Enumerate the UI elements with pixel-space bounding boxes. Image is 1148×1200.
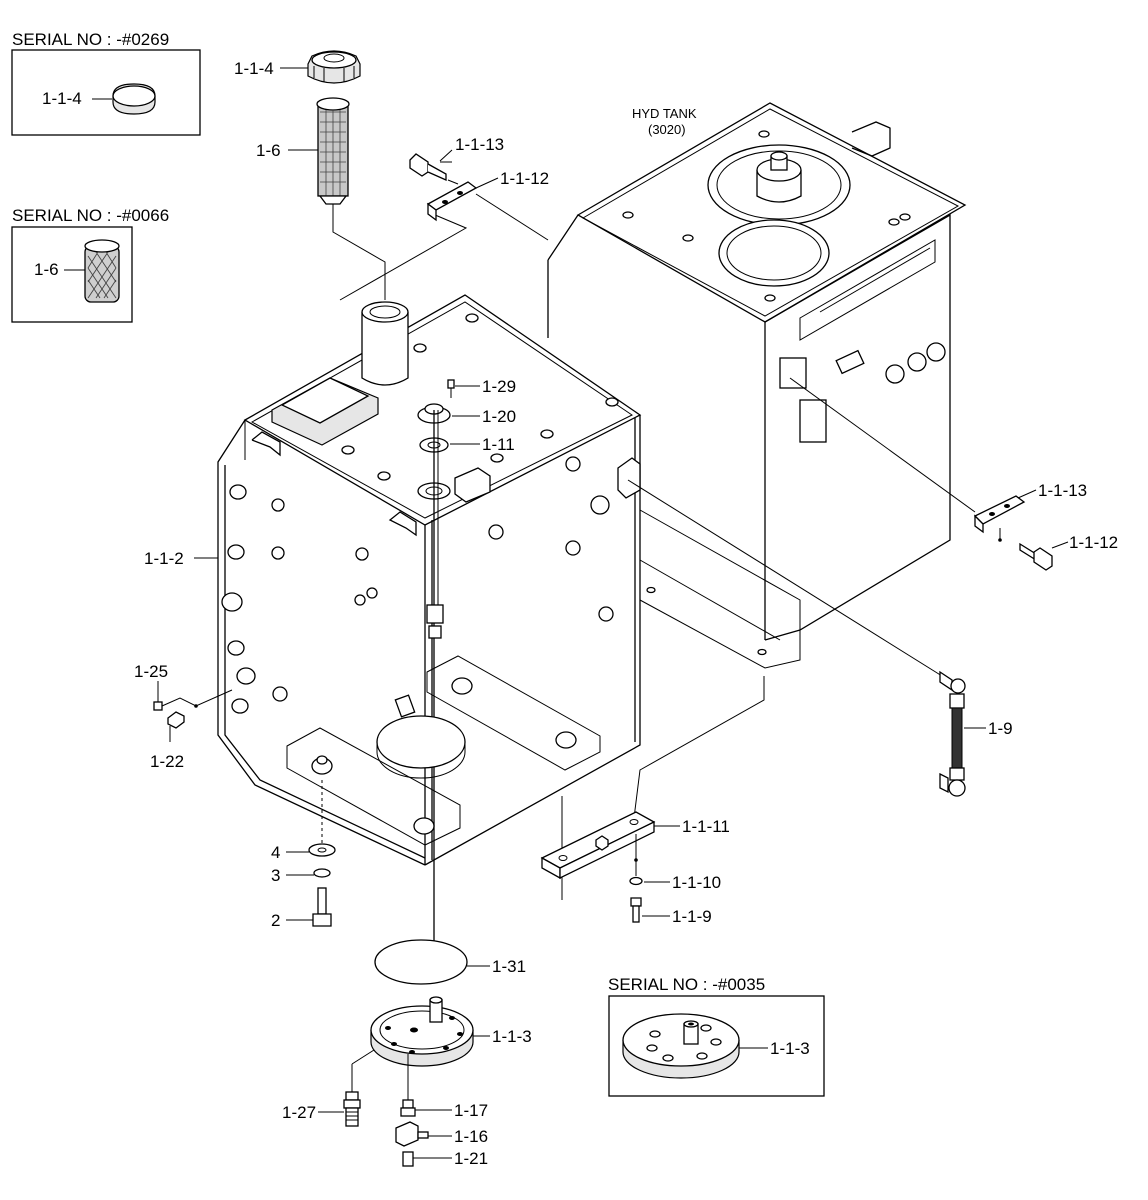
callout-1-1-3: 1-1-3 — [492, 1027, 532, 1046]
callout-1-17: 1-17 — [454, 1101, 488, 1120]
callout-1-25: 1-25 — [134, 662, 168, 681]
drain-valve-1-16 — [395, 1121, 429, 1147]
callout-1-9: 1-9 — [988, 719, 1013, 738]
callout-1-16: 1-16 — [454, 1127, 488, 1146]
hex-bolt-2 — [312, 887, 332, 927]
callout-1-1-12-top: 1-1-12 — [500, 169, 549, 188]
callout-1-1-2: 1-1-2 — [144, 549, 184, 568]
inset-header-0035: SERIAL NO : -#0035 — [608, 975, 765, 994]
filler-cap-plug-icon — [112, 83, 156, 115]
drain-cover-plate — [370, 996, 474, 1067]
hyd-tank-reference: HYD TANK (3020) — [547, 102, 967, 669]
callout-1-1-4: 1-1-4 — [234, 59, 274, 78]
cover-bolt-1-27 — [343, 1091, 361, 1127]
callout-1-1-11: 1-1-11 — [682, 817, 730, 836]
bolt-1-1-9 — [630, 897, 642, 923]
fuel-tank-assembly — [217, 294, 642, 964]
inset-label-1-1-4: 1-1-4 — [42, 89, 82, 108]
mounting-bolt-top — [409, 153, 447, 182]
callout-1-22: 1-22 — [150, 752, 184, 771]
callout-1-1-13-right: 1-1-13 — [1038, 481, 1087, 500]
inset-label-1-6: 1-6 — [34, 260, 59, 279]
callout-1-1-13-top: 1-1-13 — [455, 135, 504, 154]
callout-1-1-12-right: 1-1-12 — [1069, 533, 1118, 552]
drain-cover-plate-icon — [622, 1013, 740, 1079]
inset-header-0269: SERIAL NO : -#0269 — [12, 30, 169, 49]
callout-1-31: 1-31 — [492, 957, 526, 976]
strainer-screen-icon — [84, 239, 120, 303]
flat-washer-4 — [308, 843, 336, 857]
sender-screw — [447, 379, 455, 398]
mounting-bracket-top — [426, 181, 478, 222]
bottom-mounting-bracket — [540, 811, 656, 880]
callout-3: 3 — [271, 866, 280, 885]
inset-serial-0035: SERIAL NO : -#0035 1-1-3 — [608, 975, 825, 1097]
hyd-tank-label: HYD TANK — [632, 106, 697, 121]
inset-header-0066: SERIAL NO : -#0066 — [12, 206, 169, 225]
inset-label-1-1-3: 1-1-3 — [770, 1039, 810, 1058]
callout-1-27: 1-27 — [282, 1103, 316, 1122]
inset-serial-0269: SERIAL NO : -#0269 1-1-4 — [11, 30, 201, 136]
mounting-bracket-right — [973, 495, 1026, 534]
callout-1-6: 1-6 — [256, 141, 281, 160]
callout-2: 2 — [271, 911, 280, 930]
callout-1-20: 1-20 — [482, 407, 516, 426]
callout-1-21: 1-21 — [454, 1149, 488, 1168]
drain-fitting-1-17 — [400, 1099, 416, 1117]
spring-washer-3 — [313, 868, 331, 878]
mounting-bolt-right — [1019, 542, 1053, 571]
drain-cap-1-21 — [402, 1151, 414, 1167]
callout-1-1-9: 1-1-9 — [672, 907, 712, 926]
callout-4: 4 — [271, 843, 280, 862]
callout-1-1-10: 1-1-10 — [672, 873, 721, 892]
callout-1-29: 1-29 — [482, 377, 516, 396]
drain-plug — [153, 692, 185, 729]
callout-1-11: 1-11 — [482, 435, 515, 454]
gauge-link-rod — [939, 670, 966, 797]
drain-gasket-1-31 — [374, 939, 468, 985]
washer-1-1-10 — [629, 876, 643, 886]
hyd-tank-number: (3020) — [648, 122, 686, 137]
fuel-strainer — [316, 97, 350, 205]
inset-serial-0066: SERIAL NO : -#0066 1-6 — [11, 206, 169, 323]
filler-cap — [307, 50, 361, 84]
